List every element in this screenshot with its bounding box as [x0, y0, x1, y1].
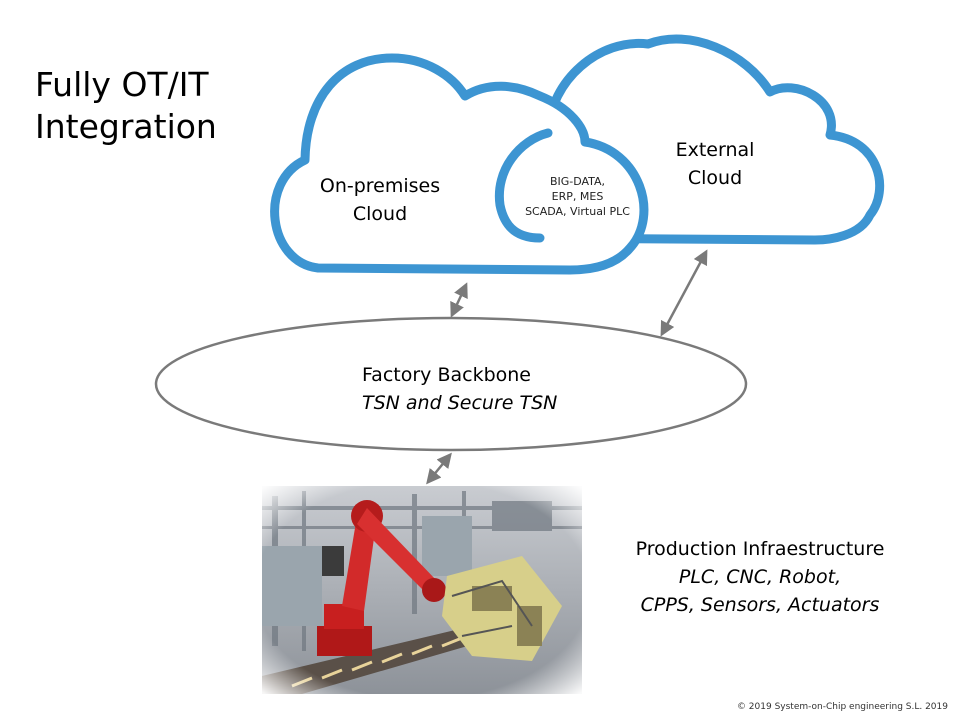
backbone-subtitle: TSN and Secure TSN	[362, 392, 558, 414]
production-line-2: CPPS, Sensors, Actuators	[640, 594, 880, 616]
shared-services-label: BIG-DATA, ERP, MES SCADA, Virtual PLC	[505, 174, 650, 219]
production-title: Production Infraestructure	[635, 538, 885, 560]
external-line-2: Cloud	[687, 167, 743, 189]
external-cloud-label: External Cloud	[660, 136, 770, 192]
title-line-1: Fully OT/IT	[35, 65, 209, 104]
connector-onprem-backbone	[450, 282, 468, 318]
external-line-1: External	[675, 139, 755, 161]
cloud-overlap-arc	[494, 128, 553, 243]
shared-line-2: ERP, MES	[551, 190, 604, 203]
shared-line-1: BIG-DATA,	[549, 175, 606, 188]
backbone-title: Factory Backbone	[362, 364, 531, 386]
production-line-1: PLC, CNC, Robot,	[678, 566, 842, 588]
shared-line-3: SCADA, Virtual PLC	[525, 205, 630, 218]
connector-backbone-production	[426, 452, 452, 485]
on-premises-cloud-shape	[270, 53, 649, 275]
production-label: Production Infraestructure PLC, CNC, Rob…	[605, 535, 915, 619]
on-premises-line-1: On-premises	[319, 175, 441, 197]
industrial-robot-photo	[262, 486, 582, 694]
copyright-footer: © 2019 System-on-Chip engineering S.L. 2…	[736, 702, 948, 712]
factory-backbone-label: Factory Backbone TSN and Secure TSN	[362, 361, 557, 417]
connector-external-backbone	[660, 249, 708, 337]
page-title: Fully OT/IT Integration	[35, 64, 217, 148]
factory-backbone-ellipse	[154, 316, 748, 452]
on-premises-cloud-label: On-premises Cloud	[300, 172, 460, 228]
title-line-2: Integration	[35, 107, 217, 146]
on-premises-line-2: Cloud	[352, 203, 408, 225]
